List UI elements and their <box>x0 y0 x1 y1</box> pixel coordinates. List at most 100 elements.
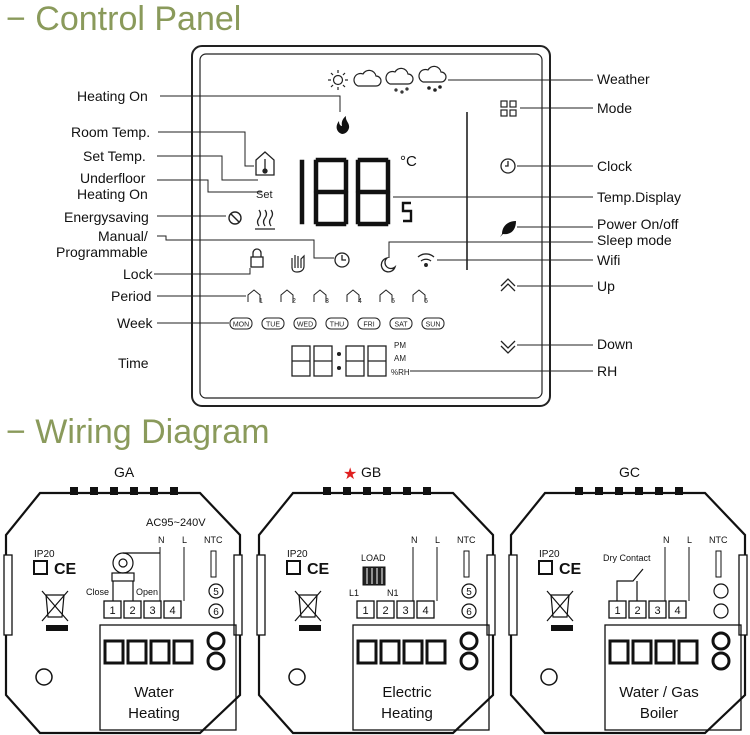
rain-cloud-icon <box>385 67 414 94</box>
period-number: 4 <box>358 298 362 305</box>
l-label: L <box>687 535 692 545</box>
n-label: N <box>411 535 418 545</box>
manual-hand-icon <box>291 254 305 273</box>
dry-contact-label: Dry Contact <box>603 553 651 563</box>
board-outline <box>257 491 495 735</box>
period-icon-3: 3 <box>313 289 329 305</box>
svg-text:1: 1 <box>109 605 115 617</box>
ce-mark: CE <box>307 561 330 578</box>
weekday-fri: FRI <box>357 317 381 330</box>
snow-cloud-icon <box>418 65 447 92</box>
period-icons: 1 2 3 4 5 6 <box>247 289 428 305</box>
underfloor-heating-icon <box>255 209 275 230</box>
period-number: 1 <box>259 298 263 305</box>
mounting-hole <box>288 668 306 686</box>
load-icon <box>362 566 386 586</box>
mounting-hole <box>35 668 53 686</box>
clock-icon <box>500 158 516 174</box>
board-name: GA <box>114 464 135 480</box>
svg-text:2: 2 <box>129 605 135 617</box>
period-icon-1: 1 <box>247 289 263 305</box>
weekday-thu: THU <box>325 317 349 330</box>
label-down: Down <box>597 336 633 352</box>
terminal-2 <box>376 600 395 619</box>
label-underfloor-2: Heating On <box>77 186 148 202</box>
ip20-label: IP20 <box>34 549 55 560</box>
caption-line-1: Water / Gas <box>619 684 698 701</box>
temp-digits <box>299 157 391 227</box>
period-number: 6 <box>424 298 428 305</box>
star-icon: ★ <box>343 466 357 483</box>
label-power: Power On/off <box>597 216 679 232</box>
svg-text:2: 2 <box>634 605 640 617</box>
terminal-4 <box>416 600 435 619</box>
svg-text:MON: MON <box>233 322 249 329</box>
label-sleep: Sleep mode <box>597 232 672 248</box>
open-label: Open <box>136 587 158 597</box>
label-room-temp: Room Temp. <box>71 124 151 140</box>
sun-icon <box>328 70 348 90</box>
board-name: GC <box>619 464 640 480</box>
n1-label: N1 <box>387 588 399 598</box>
time-digits <box>291 345 387 377</box>
weekday-mon: MON <box>229 317 253 330</box>
wiring-diagram-title: − Wiring Diagram <box>6 413 270 451</box>
svg-text:4: 4 <box>422 605 428 617</box>
mode-icon <box>500 100 517 117</box>
svg-text:6: 6 <box>466 607 472 618</box>
cloud-icon <box>353 69 382 87</box>
down-icon <box>500 340 516 354</box>
label-time: Time <box>118 355 149 371</box>
control-panel-title: − Control Panel <box>6 0 242 38</box>
board-name: GB <box>361 464 381 480</box>
up-icon <box>500 278 516 292</box>
svg-text:SUN: SUN <box>426 322 441 329</box>
caption-line-1: Water <box>134 684 173 701</box>
svg-text:WED: WED <box>297 322 313 329</box>
ce-mark: CE <box>54 561 77 578</box>
weekday-sat: SAT <box>389 317 413 330</box>
svg-text:4: 4 <box>674 605 680 617</box>
terminal-block <box>99 624 237 731</box>
l1-label: L1 <box>349 588 359 598</box>
weekday-wed: WED <box>293 317 317 330</box>
weekday-tue: TUE <box>261 317 285 330</box>
terminal-3 <box>648 600 667 619</box>
period-icon-6: 6 <box>412 289 428 305</box>
label-lock: Lock <box>123 266 153 282</box>
svg-text:SAT: SAT <box>394 322 408 329</box>
svg-text:THU: THU <box>330 322 344 329</box>
svg-text:6: 6 <box>213 607 219 618</box>
rh-unit: %RH <box>391 368 410 377</box>
period-icon-4: 4 <box>346 289 362 305</box>
terminal-block <box>604 624 742 731</box>
svg-text:FRI: FRI <box>363 322 374 329</box>
label-wifi: Wifi <box>597 252 621 268</box>
ntc-label: NTC <box>709 535 728 545</box>
terminal-3 <box>396 600 415 619</box>
sleep-moon-icon <box>380 256 397 273</box>
dry-contact-switch-icon <box>616 568 644 601</box>
svg-text:4: 4 <box>169 605 175 617</box>
period-number: 3 <box>325 298 329 305</box>
period-icon-5: 5 <box>379 289 395 305</box>
ce-mark: CE <box>559 561 582 578</box>
terminal-1 <box>356 600 375 619</box>
set-text: Set <box>256 189 273 201</box>
n-label: N <box>158 535 165 545</box>
label-rh: RH <box>597 363 618 379</box>
label-up: Up <box>597 278 615 294</box>
label-weather: Weather <box>597 71 650 87</box>
leaf-icon <box>500 221 516 237</box>
am-label: AM <box>394 354 406 363</box>
svg-text:3: 3 <box>149 605 155 617</box>
room-temp-icon <box>255 151 275 176</box>
terminal-4 <box>668 600 687 619</box>
programmable-clock-icon <box>334 252 350 268</box>
svg-text:1: 1 <box>614 605 620 617</box>
label-week: Week <box>117 315 153 331</box>
label-clock: Clock <box>597 158 633 174</box>
terminal-3 <box>143 600 162 619</box>
period-number: 2 <box>292 298 296 305</box>
